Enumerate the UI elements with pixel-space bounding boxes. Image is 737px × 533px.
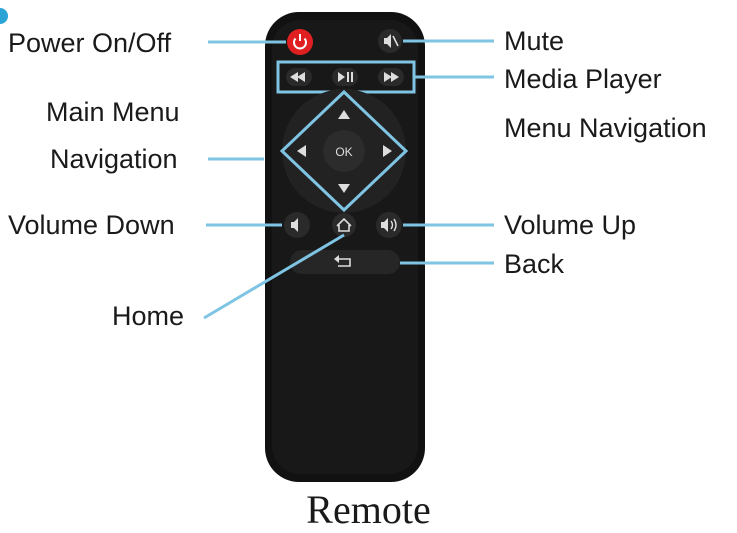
power-label: Power On/Off <box>8 28 172 58</box>
home-button <box>332 213 356 237</box>
back-label: Back <box>504 249 565 279</box>
home-label: Home <box>112 301 185 331</box>
dpad-down-arrow <box>338 184 350 193</box>
dpad-left-arrow <box>297 145 306 157</box>
media-player-label: Media Player <box>504 64 662 94</box>
navigation-label: Navigation <box>50 144 178 174</box>
volume-up-button <box>376 212 402 238</box>
menu-navigation-label: Menu Navigation <box>504 113 707 143</box>
corner-accent <box>0 8 8 24</box>
dpad-right-arrow <box>383 145 392 157</box>
navigation-highlight <box>279 89 409 213</box>
mute-label: Mute <box>504 26 565 56</box>
leader-lines <box>203 39 494 320</box>
volume-up-label: Volume Up <box>504 210 637 240</box>
remote-caption: Remote <box>306 487 431 532</box>
power-button <box>287 29 313 55</box>
ok-button <box>323 130 365 172</box>
dpad-up-arrow <box>338 110 350 119</box>
back-button <box>290 250 400 274</box>
home-leader <box>203 233 345 320</box>
volume-down-label: Volume Down <box>8 210 175 240</box>
main-menu-label: Main Menu <box>46 97 180 127</box>
ok-label: OK <box>335 145 352 159</box>
